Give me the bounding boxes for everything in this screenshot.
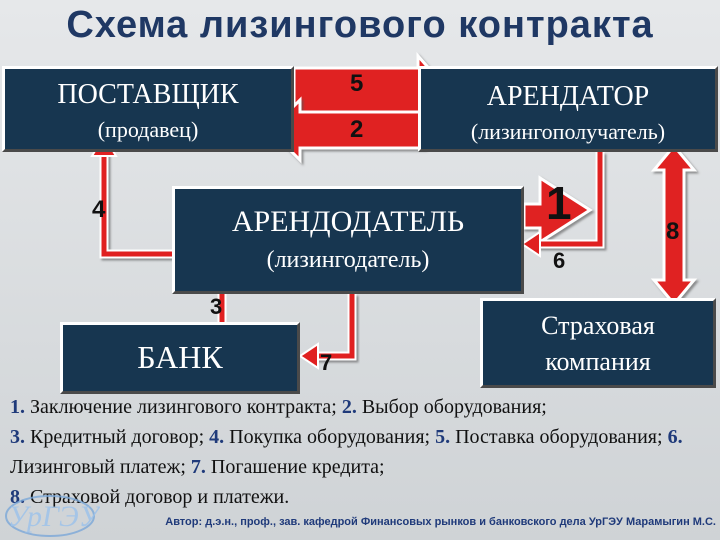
page-title: Схема лизингового контракта — [66, 4, 654, 46]
arrow-8-number: 8 — [666, 218, 680, 245]
legend-text: Лизинговый платеж; — [10, 456, 191, 478]
author-credit: Автор: д.э.н., проф., зав. кафедрой Фина… — [165, 516, 716, 528]
supplier-label: ПОСТАВЩИК — [57, 79, 239, 110]
arrow-5-number: 5 — [350, 70, 364, 97]
legend-text: Поставка оборудования; — [450, 426, 668, 448]
legend-text: Заключение лизингового контракта; — [25, 396, 342, 418]
lessee-label: АРЕНДАТОР — [486, 81, 650, 112]
arrow-4 — [99, 152, 172, 259]
lessor-label: АРЕНДОДАТЕЛЬ — [231, 205, 465, 238]
legend-number: 4. — [209, 426, 225, 448]
lessee-box: АРЕНДАТОР (лизингополучатель) — [418, 66, 718, 152]
legend-number: 8. — [10, 486, 25, 508]
legend-number: 5. — [435, 426, 451, 448]
insurer-sublabel: компания — [545, 347, 651, 376]
legend: 1. Заключение лизингового контракта; 2. … — [10, 392, 710, 512]
legend-text: Страховой договор и платежи. — [25, 486, 290, 508]
legend-text: Покупка оборудования; — [224, 426, 436, 448]
arrow-7 — [314, 294, 357, 361]
arrow-2-number: 2 — [350, 116, 364, 143]
legend-number: 6. — [667, 426, 683, 448]
bank-box: БАНК — [60, 322, 300, 394]
insurer-box: Страховая компания — [480, 298, 716, 388]
logo-text: УрГЭУ — [8, 500, 100, 533]
arrow-1 — [522, 175, 593, 245]
legend-number: 3. — [10, 426, 25, 448]
legend-number: 1. — [10, 396, 25, 418]
lessee-sublabel: (лизингополучатель) — [470, 119, 666, 144]
legend-number: 7. — [190, 456, 206, 478]
arrow-6-number: 6 — [553, 248, 566, 273]
supplier-box: ПОСТАВЩИК (продавец) — [2, 66, 294, 152]
insurer-label: Страховая — [541, 311, 655, 340]
legend-text: Погашение кредита; — [205, 456, 385, 478]
lessor-box: АРЕНДОДАТЕЛЬ (лизингодатель) — [172, 186, 524, 294]
university-logo: УрГЭУ — [5, 495, 100, 537]
arrow-4-number: 4 — [92, 196, 106, 223]
legend-text: Выбор оборудования; — [356, 396, 547, 418]
legend-text: Кредитный договор; — [25, 426, 210, 448]
lessor-sublabel: (лизингодатель) — [266, 247, 430, 273]
legend-number: 2. — [341, 396, 357, 418]
arrow-7-number: 7 — [320, 350, 333, 375]
bank-label: БАНК — [137, 339, 223, 375]
arrow-3-number: 3 — [210, 294, 223, 319]
arrow-1-number: 1 — [546, 177, 572, 229]
supplier-sublabel: (продавец) — [97, 117, 199, 142]
